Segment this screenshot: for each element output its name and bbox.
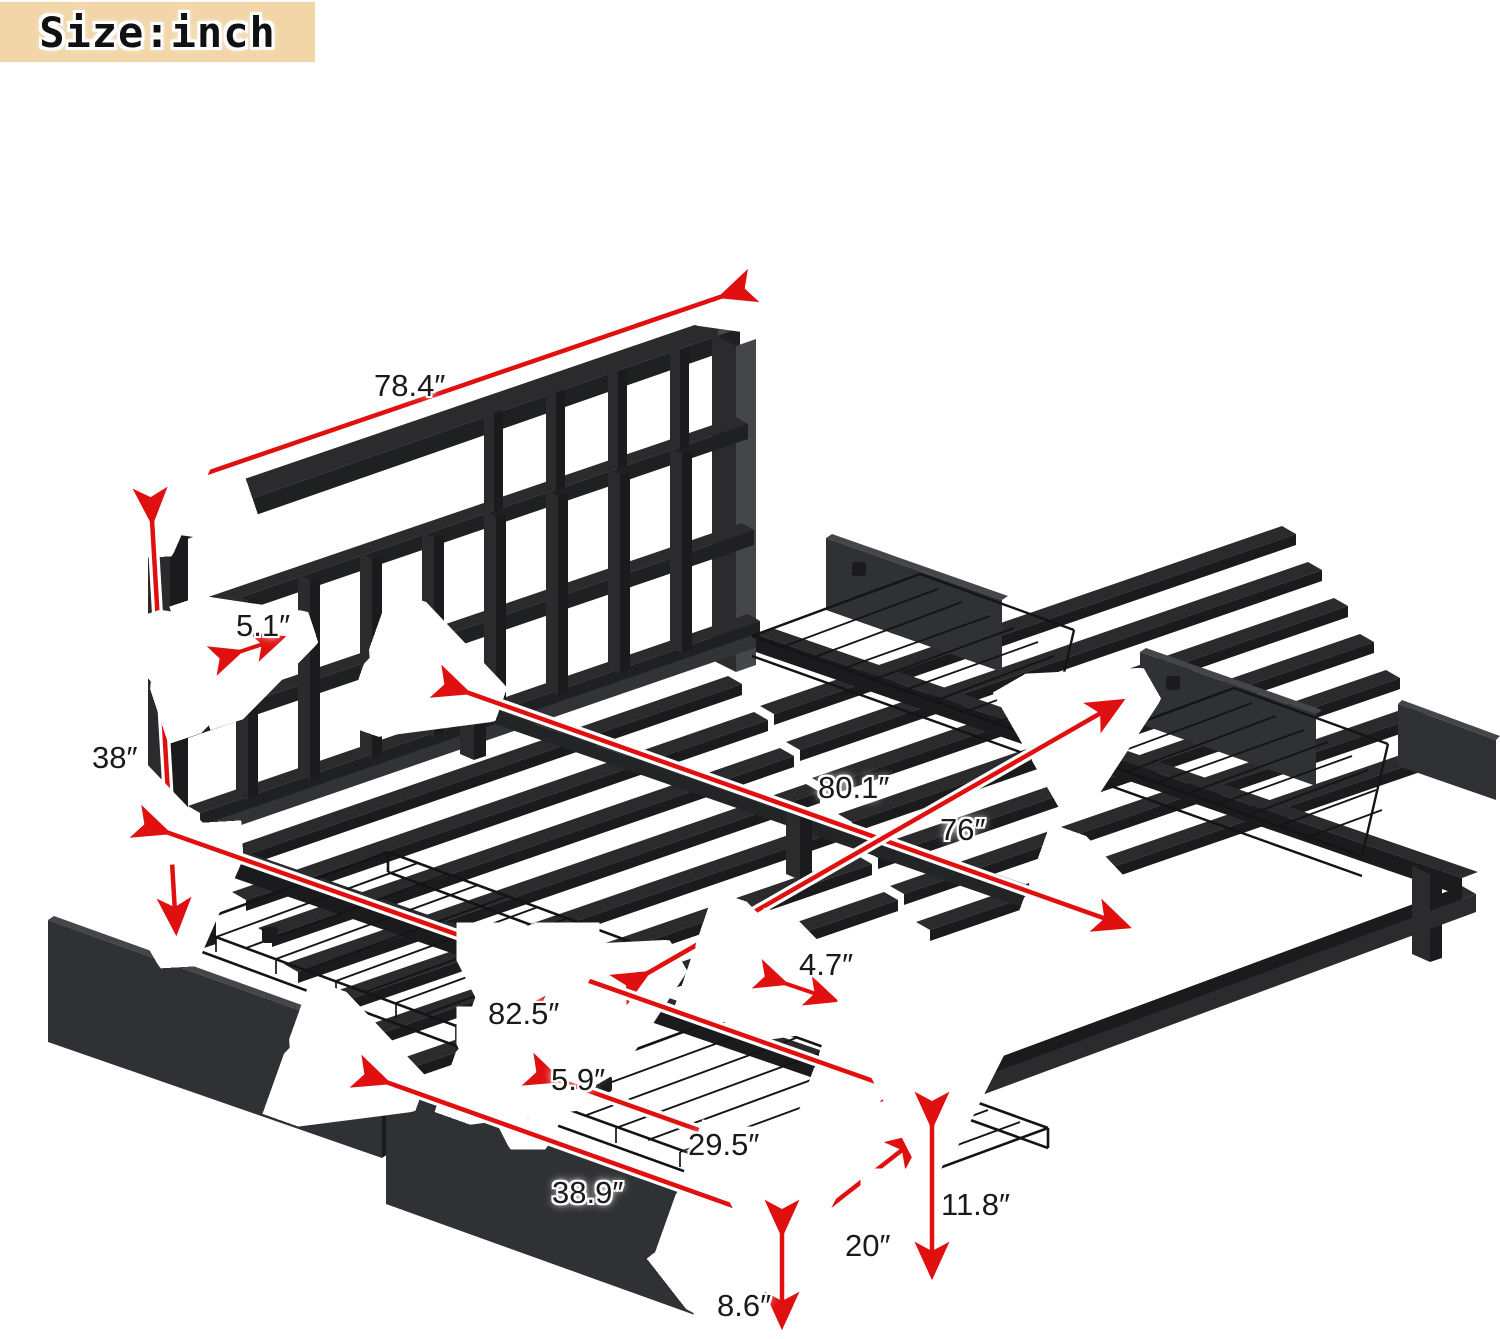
far-side-rail-extensions — [1398, 700, 1500, 800]
bed-frame-drawing — [48, 317, 1500, 1332]
arrow-slat-gap — [239, 638, 281, 652]
arrow-drawer-depth — [774, 1136, 920, 1250]
foot-side-panel — [920, 894, 1476, 1118]
size-unit-label: Size:inch — [39, 7, 276, 57]
size-unit-badge: Size:inch — [0, 2, 315, 62]
dimension-arrows — [140, 296, 1126, 1324]
drawer-front-right — [386, 1012, 1050, 1332]
arrow-slat-spacing — [784, 983, 834, 1000]
